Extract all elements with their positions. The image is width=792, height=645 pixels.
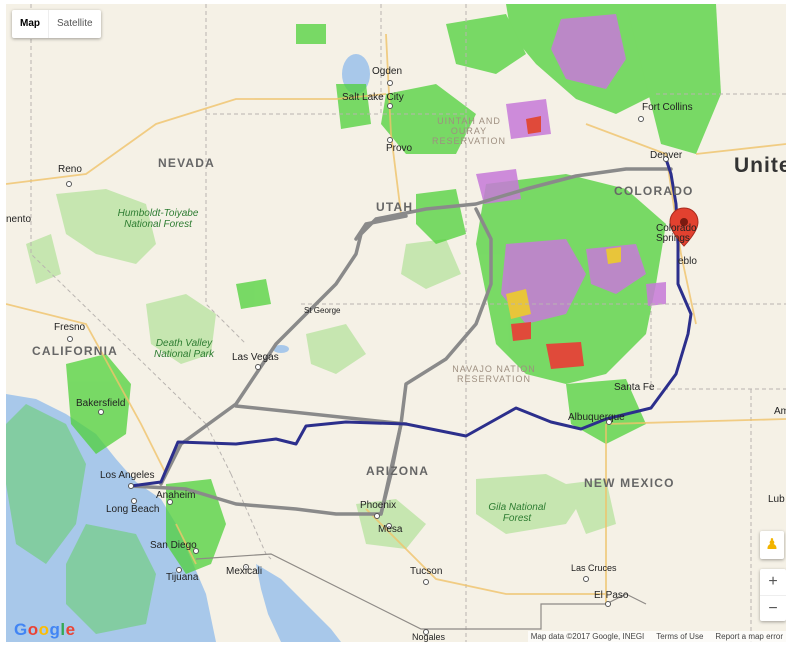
reservation-label-uintah: UINTAH AND OURAY RESERVATION xyxy=(431,116,506,146)
city-label-pueblo: eblo xyxy=(678,256,697,267)
map-data-text: Map data ©2017 Google, INEGI xyxy=(530,632,645,641)
city-label-mesa: Mesa xyxy=(378,524,403,535)
route-primary xyxy=(129,157,693,488)
city-label-tijuana: Tijuana xyxy=(166,572,199,583)
park-label-death-valley: Death Valley National Park xyxy=(153,338,215,360)
city-label-fort-collins: Fort Collins xyxy=(642,102,693,113)
radar-precipitation-heavy xyxy=(506,116,621,369)
mexico-border xyxy=(195,553,647,630)
city-label-san-diego: San Diego xyxy=(150,540,197,551)
city-label-am: Am xyxy=(774,406,786,417)
city-label-mexicali: Mexicali xyxy=(226,566,263,577)
city-label-st-george: St George xyxy=(304,306,341,315)
city-label-anaheim: Anaheim xyxy=(156,490,196,501)
highways xyxy=(6,33,786,604)
zoom-control: + − xyxy=(760,569,786,621)
city-label-santa-fe: Santa Fe xyxy=(614,382,655,393)
city-label-tucson: Tucson xyxy=(410,566,443,577)
map-graphics xyxy=(6,4,786,642)
zoom-out-button[interactable]: − xyxy=(760,595,786,622)
destination-marker xyxy=(669,207,699,247)
map-type-map-button[interactable]: Map xyxy=(20,18,40,29)
city-label-las-cruces: Las Cruces xyxy=(571,563,617,573)
report-error-link[interactable]: Report a map error xyxy=(715,632,783,641)
city-label-salt-lake-city: Salt Lake City xyxy=(342,92,404,103)
terms-link[interactable]: Terms of Use xyxy=(656,632,704,641)
city-label-fresno: Fresno xyxy=(54,322,86,333)
city-label-ogden: Ogden xyxy=(372,66,403,77)
park-label-humboldt: Humboldt-Toiyabe National Forest xyxy=(117,208,199,230)
gulf-of-california xyxy=(256,564,341,642)
state-label-colorado: COLORADO xyxy=(614,184,694,198)
city-label-reno: Reno xyxy=(58,164,82,175)
state-label-california: CALIFORNIA xyxy=(32,344,118,358)
state-borders xyxy=(30,4,786,642)
state-label-arizona: ARIZONA xyxy=(366,464,430,478)
city-dots xyxy=(66,80,669,635)
city-label-nogales: Nogales xyxy=(412,632,446,642)
street-view-pegman[interactable]: ♟ xyxy=(760,531,784,559)
state-label-nevada: NEVADA xyxy=(158,156,215,170)
pacific-ocean xyxy=(6,394,216,642)
state-label-new-mexico: NEW MEXICO xyxy=(584,476,675,490)
map-type-control: Map Satellite xyxy=(12,10,101,38)
state-label-utah: UTAH xyxy=(376,200,414,214)
country-label: Unite xyxy=(734,154,786,177)
city-label-sacramento: nento xyxy=(6,214,32,225)
lake-mead xyxy=(273,345,289,353)
city-label-denver: Denver xyxy=(650,150,683,161)
city-label-bakersfield: Bakersfield xyxy=(76,398,126,409)
zoom-in-button[interactable]: + xyxy=(768,573,778,590)
person-icon: ♟ xyxy=(765,536,779,553)
map-canvas[interactable]: NEVADA UTAH COLORADO CALIFORNIA ARIZONA … xyxy=(6,4,786,642)
reservation-label-navajo: NAVAJO NATION RESERVATION xyxy=(452,364,536,384)
city-label-albuquerque: Albuquerque xyxy=(568,412,625,423)
park-label-gila: Gila National Forest xyxy=(488,502,546,524)
city-label-lub: Lub xyxy=(768,494,785,505)
map-type-satellite-button[interactable]: Satellite xyxy=(48,10,101,38)
city-label-las-vegas: Las Vegas xyxy=(232,352,279,363)
google-logo[interactable]: Google xyxy=(14,620,76,639)
city-label-phoenix: Phoenix xyxy=(360,500,397,511)
attribution-bar: Map data ©2017 Google, INEGI Terms of Us… xyxy=(527,631,786,642)
city-label-los-angeles: Los Angeles xyxy=(100,470,155,481)
city-label-provo: Provo xyxy=(386,143,413,154)
alternate-routes xyxy=(129,167,673,516)
city-label-el-paso: El Paso xyxy=(594,590,629,601)
city-label-colorado-springs: Colorado Springs xyxy=(656,223,697,244)
city-label-long-beach: Long Beach xyxy=(106,504,160,515)
